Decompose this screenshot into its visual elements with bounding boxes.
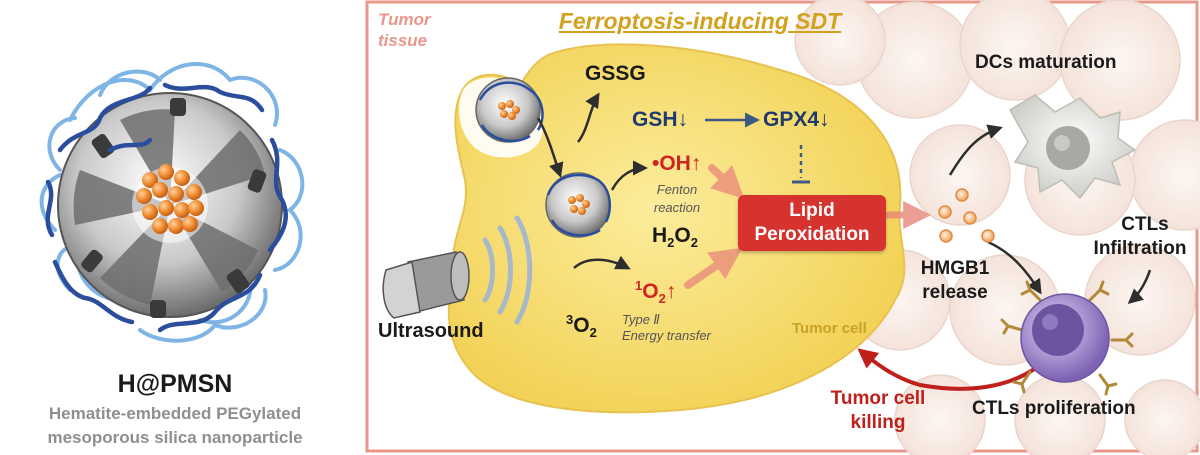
ultrasound-waves	[482, 215, 533, 325]
nanoparticle-description-line1: Hematite-embedded PEGylated	[48, 404, 302, 423]
gpx4-label: GPX4↓	[763, 108, 830, 131]
hydrogen-peroxide-label: H2O2	[652, 224, 698, 251]
hmgb1-label-line1: HMGB1	[920, 258, 990, 279]
nanoparticle-description-line2: mesoporous silica nanoparticle	[47, 428, 303, 447]
ultrasound-label: Ultrasound	[378, 320, 484, 342]
fenton-label-line2: reaction	[653, 200, 701, 215]
lipid-peroxidation-box: Lipid Peroxidation	[738, 195, 886, 251]
rim-dark-notches	[81, 98, 267, 318]
hematite-cluster	[136, 164, 204, 234]
fenton-label-line1: Fenton	[656, 182, 698, 197]
hmgb1-molecules	[938, 188, 995, 243]
lipid-label-line1: Lipid	[789, 200, 835, 221]
tumor-tissue-label-line2: tissue	[378, 31, 428, 50]
gsh-label: GSH↓	[632, 108, 689, 131]
dcs-maturation-label: DCs maturation	[975, 52, 1117, 73]
tumor-cell-killing-label-line2: killing	[850, 412, 906, 433]
tumor-cell	[447, 43, 906, 414]
hmgb1-label-line2: release	[922, 282, 988, 303]
gssg-label: GSSG	[585, 62, 646, 85]
nanoparticle-intracellular	[545, 172, 612, 238]
ctls-infiltration-label-line2: Infiltration	[1093, 238, 1187, 259]
lipid-label-line2: Peroxidation	[754, 224, 870, 245]
triplet-oxygen-label: 3O2	[566, 312, 597, 341]
nanoparticle-extracellular	[475, 77, 544, 143]
ultrasound-transducer	[382, 251, 470, 319]
singlet-oxygen-label: 1O2↑	[635, 278, 677, 307]
ctl-cell	[1000, 280, 1134, 396]
type2-label: Type Ⅱ	[622, 312, 660, 327]
polymer-dark-strands	[45, 82, 288, 333]
energy-transfer-label: Energy transfer	[622, 328, 711, 343]
pathway-arrows	[536, 92, 1152, 391]
nanoparticle-illustration	[39, 62, 305, 343]
tumor-cell-label: Tumor cell	[792, 320, 867, 337]
nanoparticle-name: H@PMSN	[117, 370, 233, 398]
tumor-tissue-label-line1: Tumor	[378, 10, 431, 29]
hydroxyl-radical-label: •OH↑	[652, 152, 702, 175]
panel-title: Ferroptosis-inducing SDT	[558, 8, 842, 34]
tumor-cell-killing-label-line1: Tumor cell	[830, 388, 926, 409]
ctls-infiltration-label-line1: CTLs	[1121, 214, 1169, 235]
ctls-proliferation-label: CTLs proliferation	[972, 398, 1136, 419]
dendritic-cell	[1008, 94, 1137, 200]
